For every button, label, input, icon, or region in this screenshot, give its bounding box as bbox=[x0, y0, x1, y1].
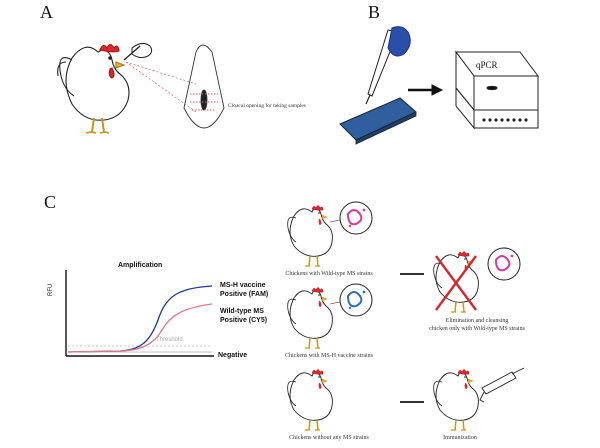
pipette bbox=[365, 26, 411, 105]
caption-immunization: Immunization bbox=[443, 435, 477, 441]
panel-b-letter: B bbox=[368, 2, 381, 22]
qpcr-device bbox=[455, 50, 539, 130]
caption-elimination-line2: chicken only with Wild-type MS strains bbox=[429, 325, 525, 332]
hen-wild-type bbox=[286, 204, 334, 267]
cloacal-closeup bbox=[183, 44, 225, 129]
panel-c-letter: C bbox=[44, 192, 57, 212]
chart-axes bbox=[65, 270, 214, 357]
bacteria-wild-type bbox=[339, 201, 373, 235]
caption-elimination: Elimination and cleansing chicken only w… bbox=[412, 318, 542, 333]
cloacal-label: Cloacal opening for taking samples bbox=[228, 103, 306, 109]
arrow-to-qpcr bbox=[408, 84, 444, 96]
rooster-a bbox=[57, 43, 130, 134]
bacteria-ms-h bbox=[339, 283, 373, 317]
series-label-1-line2: Positive (CY5) bbox=[220, 316, 268, 324]
caption-wild-type: Chickens with Wild-type MS strains bbox=[285, 271, 373, 277]
series-label-0: MS-H vaccine Positive (FAM) bbox=[220, 282, 268, 300]
qpcr-label: qPCR bbox=[476, 60, 498, 70]
hen-no-ms bbox=[286, 368, 334, 431]
series-label-0-line1: MS-H vaccine bbox=[220, 282, 266, 289]
series-line-1 bbox=[67, 303, 213, 353]
series-line-0 bbox=[67, 285, 213, 353]
bacteria-eliminated bbox=[487, 247, 521, 281]
series-label-1: Wild-type MS Positive (CY5) bbox=[220, 308, 267, 326]
hen-immunized bbox=[432, 368, 480, 431]
syringe-icon bbox=[479, 367, 525, 403]
series-label-1-line1: Wild-type MS bbox=[220, 308, 264, 315]
panel-a-letter: A bbox=[40, 2, 53, 22]
negative-label: Negative bbox=[218, 352, 248, 359]
threshold-label: Threshold bbox=[156, 337, 183, 343]
series-label-0-line2: Positive (FAM) bbox=[220, 290, 269, 298]
elimination-cross-icon bbox=[435, 255, 477, 311]
pcr-plate bbox=[339, 97, 417, 145]
hen-ms-h bbox=[286, 286, 334, 349]
chart-title: Amplification bbox=[118, 262, 163, 269]
caption-no-ms: Chickens without any MS strains bbox=[289, 435, 369, 441]
caption-ms-h: Chickens with MS-H vaccine strains bbox=[285, 353, 373, 359]
caption-elimination-line1: Elimination and cleansing bbox=[445, 318, 509, 324]
swab-hand bbox=[123, 42, 153, 61]
